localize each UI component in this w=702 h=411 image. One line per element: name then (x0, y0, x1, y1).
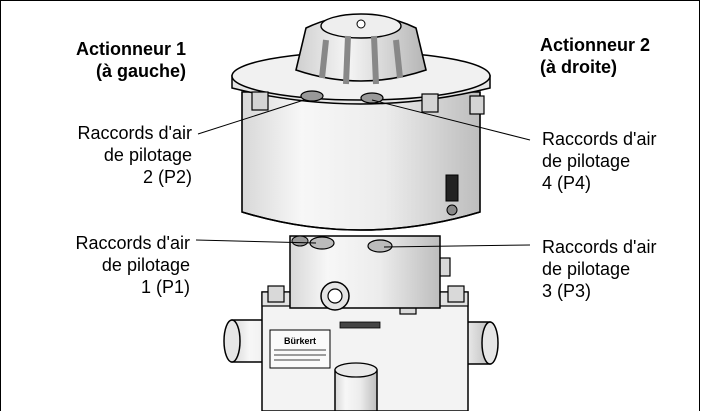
label-p4-line1: Raccords d'air (542, 129, 657, 149)
actuator-1-title-line1: Actionneur 1 (75, 39, 186, 59)
label-p1-line3: 1 (P1) (140, 277, 190, 297)
actuator-housing (231, 51, 491, 231)
label-p4-line3: 4 (P4) (542, 173, 592, 193)
nameplate-brand: Bürkert (284, 336, 316, 346)
label-p2: Raccords d'air de pilotage 2 (P2) (22, 122, 192, 188)
label-p3: Raccords d'air de pilotage 3 (P3) (542, 236, 656, 302)
actuator-2-title-line2: (à droite) (540, 57, 618, 77)
actuator-2-title: Actionneur 2 (à droite) (540, 34, 650, 78)
actuator-cap (295, 13, 427, 85)
label-p3-line1: Raccords d'air (542, 237, 657, 257)
label-p4: Raccords d'air de pilotage 4 (P4) (542, 128, 656, 194)
leader-p2 (197, 99, 305, 135)
label-p4-line2: de pilotage (542, 151, 631, 171)
actuator-2-title-line1: Actionneur 2 (540, 35, 651, 55)
valve-neck (289, 235, 441, 311)
label-p1: Raccords d'air de pilotage 1 (P1) (20, 232, 190, 298)
label-p3-line3: 3 (P3) (542, 281, 592, 301)
actuator-1-title-line2: (à gauche) (95, 61, 186, 81)
leader-lines (195, 99, 531, 248)
label-p2-line2: de pilotage (103, 145, 192, 165)
actuator-1-title: Actionneur 1 (à gauche) (34, 38, 186, 82)
label-p2-line3: 2 (P2) (142, 167, 192, 187)
nameplate: Bürkert (269, 329, 331, 369)
leader-p3 (383, 244, 531, 248)
leader-p1 (195, 239, 317, 244)
leader-p4 (371, 99, 531, 141)
label-p3-line2: de pilotage (542, 259, 631, 279)
label-p1-line1: Raccords d'air (75, 233, 190, 253)
label-p1-line2: de pilotage (101, 255, 190, 275)
label-p2-line1: Raccords d'air (77, 123, 192, 143)
